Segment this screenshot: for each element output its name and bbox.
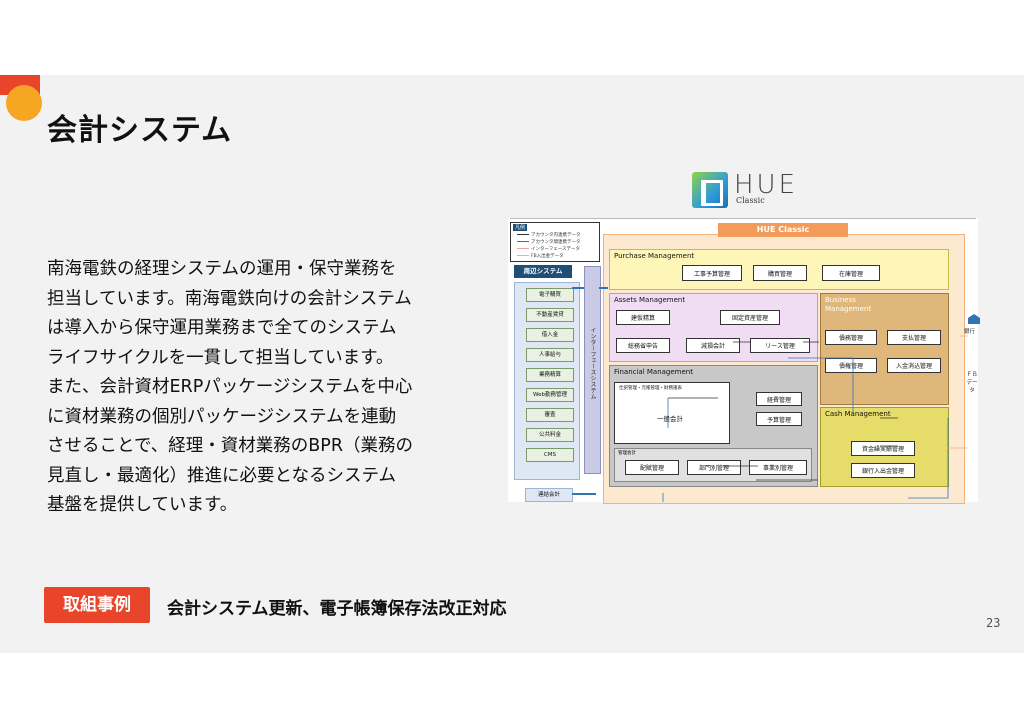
financial-item: 経費管理 — [756, 392, 802, 406]
description-line: また、会計資材ERPパッケージシステムを中心 — [47, 377, 413, 397]
management-accounting-area: 管理会計 配賦管理 部門別管理 事業別管理 — [614, 448, 812, 482]
hue-classic-header: HUE Classic — [718, 223, 848, 237]
connector-lines — [572, 287, 968, 502]
peripheral-item: CMS — [526, 448, 574, 462]
ledger-sub-label: 仕訳管理・元帳管理・財務諸表 — [619, 386, 682, 391]
assets-management-zone: Assets Management 建仮精算 固定資産管理 総務省申告 減損会計… — [609, 293, 818, 362]
page-number: 23 — [986, 616, 1001, 630]
cash-item: 銀行入出金管理 — [851, 463, 915, 478]
general-ledger-box: 仕訳管理・元帳管理・財務諸表 一般会計 — [614, 382, 730, 444]
purchase-management-zone: Purchase Management 工事予算管理 購買管理 在庫管理 — [609, 249, 949, 290]
description-line: させることで、経理・資材業務のBPR（業務の — [47, 436, 413, 456]
legend-item: インターフェースデータ — [517, 246, 580, 252]
legend-item: FB入出金データ — [517, 253, 564, 259]
slide: 会計システム 南海電鉄の経理システムの運用・保守業務を 担当しています。南海電鉄… — [0, 75, 1024, 653]
business-item: 入金消込管理 — [887, 358, 941, 373]
purchase-item: 工事予算管理 — [682, 265, 742, 281]
peripheral-item: 審査 — [526, 408, 574, 422]
peripheral-item: 借入金 — [526, 328, 574, 342]
description-line: に資材業務の個別パッケージシステムを連動 — [47, 406, 397, 427]
initiative-badge: 取組事例 — [44, 587, 150, 623]
assets-item: 減損会計 — [686, 338, 740, 353]
logo-subtext: Classic — [736, 196, 765, 205]
description-line: は導入から保守運用業務まで全てのシステム — [47, 318, 397, 338]
hue-logo-icon — [692, 172, 728, 208]
peripheral-systems-column: 電子購買 不動産賃貸 借入金 人事給与 業務精算 Web勤務管理 審査 公共料金… — [514, 282, 580, 480]
interface-system-label: インターフェースシステム — [589, 327, 596, 399]
zone-title: Business Management — [825, 296, 872, 313]
description-text: 南海電鉄の経理システムの運用・保守業務を 担当しています。南海電鉄向けの会計シス… — [47, 255, 477, 521]
logo-text: HUE — [734, 170, 799, 200]
peripheral-item: 電子購買 — [526, 288, 574, 302]
fb-data-label-line: データ — [966, 380, 978, 394]
peripheral-item: 業務精算 — [526, 368, 574, 382]
purchase-item: 在庫管理 — [822, 265, 880, 281]
purchase-item: 購買管理 — [753, 265, 807, 281]
assets-item: 総務省申告 — [616, 338, 670, 353]
assets-item: 建仮精算 — [616, 310, 670, 325]
management-accounting-label: 管理会計 — [618, 451, 636, 456]
description-line: ライフサイクルを一貫して担当しています。 — [47, 347, 394, 368]
peripheral-item: 公共料金 — [526, 428, 574, 442]
legend-header: 凡例 — [513, 224, 528, 231]
zone-title: Cash Management — [825, 410, 891, 418]
zone-title: Financial Management — [614, 368, 693, 376]
business-item: 債権管理 — [825, 358, 877, 373]
financial-management-zone: Financial Management 仕訳管理・元帳管理・財務諸表 一般会計… — [609, 365, 818, 487]
orange-dot-decoration — [6, 85, 42, 121]
description-line: 基盤を提供しています。 — [47, 495, 238, 515]
management-item: 部門別管理 — [687, 460, 741, 475]
financial-item: 予算管理 — [756, 412, 802, 426]
assets-item: 固定資産管理 — [720, 310, 780, 325]
business-item: 債務管理 — [825, 330, 877, 345]
peripheral-systems-header: 周辺システム — [514, 265, 572, 278]
diagram-legend: 凡例 アカウンタ内連携データ アカウンタ間連携データ インターフェースデータ F… — [510, 222, 600, 262]
management-item: 事業別管理 — [749, 460, 807, 475]
system-diagram: 凡例 アカウンタ内連携データ アカウンタ間連携データ インターフェースデータ F… — [508, 218, 980, 504]
bank-label: 銀行 — [964, 329, 976, 335]
cash-management-zone: Cash Management 資金繰実績管理 銀行入出金管理 — [820, 407, 949, 487]
bank-icon — [968, 314, 980, 324]
management-item: 配賦管理 — [625, 460, 679, 475]
peripheral-item: Web勤務管理 — [526, 388, 574, 402]
initiative-example: 会計システム更新、電子帳簿保存法改正対応 — [167, 599, 507, 619]
assets-item: リース管理 — [750, 338, 810, 353]
peripheral-item: 不動産賃貸 — [526, 308, 574, 322]
cash-item: 資金繰実績管理 — [851, 441, 915, 456]
zone-title: Purchase Management — [614, 252, 695, 260]
fb-data-label: ＦＢ データ — [966, 370, 978, 394]
page-title: 会計システム — [47, 113, 233, 148]
fb-data-label-line: ＦＢ — [966, 372, 978, 378]
business-item: 支払管理 — [887, 330, 941, 345]
description-line: 見直し・最適化）推進に必要となるシステム — [47, 465, 396, 486]
business-management-zone: Business Management 債務管理 支払管理 債権管理 入金消込管… — [820, 293, 949, 405]
zone-title: Assets Management — [614, 296, 686, 304]
description-line: 担当しています。南海電鉄向けの会計システム — [47, 288, 412, 309]
legend-item: アカウンタ内連携データ — [517, 232, 581, 238]
peripheral-item: 人事給与 — [526, 348, 574, 362]
hue-classic-area: Purchase Management 工事予算管理 購買管理 在庫管理 Ass… — [603, 234, 965, 504]
description-line: 南海電鉄の経理システムの運用・保守業務を — [47, 259, 397, 279]
legend-item: アカウンタ間連携データ — [517, 239, 581, 245]
interface-system-column: インターフェースシステム — [584, 266, 601, 474]
general-accounting-label: 一般会計 — [657, 415, 683, 423]
